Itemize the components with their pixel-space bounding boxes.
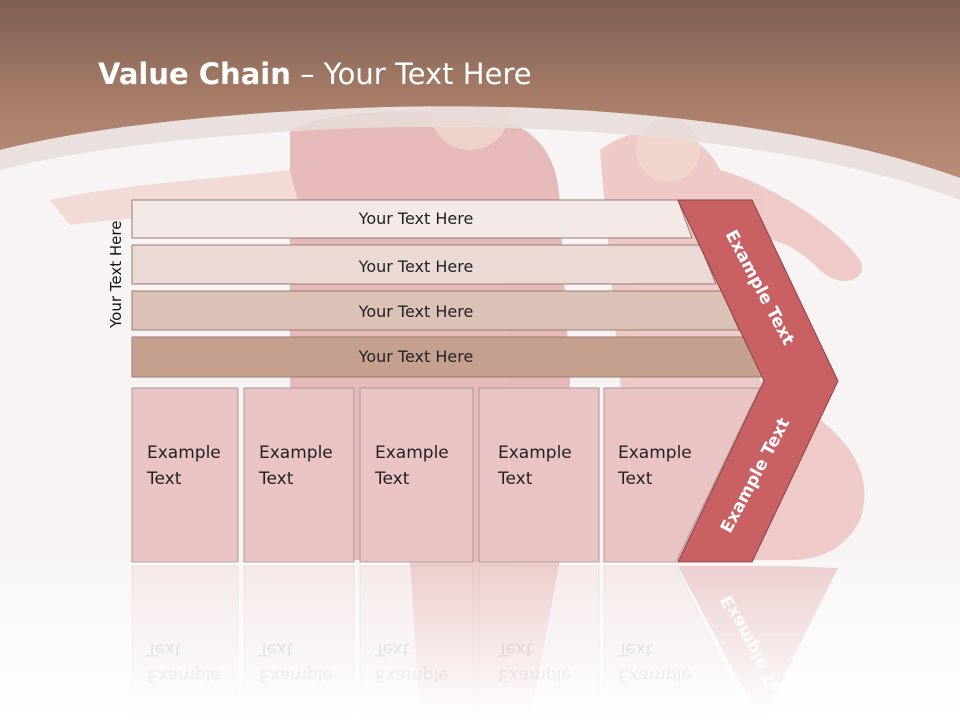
bar-1-label: Your Text Here — [358, 209, 474, 228]
side-label: Your Text Here — [107, 220, 125, 328]
box-2-line1: Example — [259, 443, 333, 463]
bar-2-label: Your Text Here — [358, 257, 474, 276]
bar-4-label: Your Text Here — [358, 347, 474, 366]
box-5-line2: Text — [617, 469, 653, 489]
box-3-line2: Text — [374, 469, 410, 489]
page-title: Value Chain – Your Text Here — [98, 52, 532, 96]
bar-3[interactable] — [131, 290, 740, 331]
value-chain-bars: Your Text Here Your Text Here Your Text … — [131, 199, 764, 378]
box-4-line2: Text — [497, 469, 533, 489]
box-5-line1: Example — [618, 443, 692, 463]
header-swoosh — [0, 106, 960, 200]
bar-3-label: Your Text Here — [358, 302, 474, 321]
value-chain-boxes: Example Text Example Text Example Text E… — [131, 387, 761, 563]
box-3-line1: Example — [375, 443, 449, 463]
box-4-line1: Example — [498, 443, 572, 463]
title-bold: Value Chain — [98, 57, 291, 91]
header-band — [0, 0, 960, 178]
box-2-line2: Text — [258, 469, 294, 489]
box-1-line1: Example — [147, 443, 221, 463]
box-3[interactable] — [359, 387, 474, 563]
box-1[interactable] — [131, 387, 239, 563]
reflection-fade — [0, 562, 960, 720]
bar-1[interactable] — [131, 199, 693, 239]
box-2[interactable] — [243, 387, 355, 563]
box-1-line2: Text — [146, 469, 182, 489]
bar-2[interactable] — [131, 244, 717, 285]
title-rest: – Your Text Here — [290, 57, 532, 91]
box-4[interactable] — [478, 387, 600, 563]
